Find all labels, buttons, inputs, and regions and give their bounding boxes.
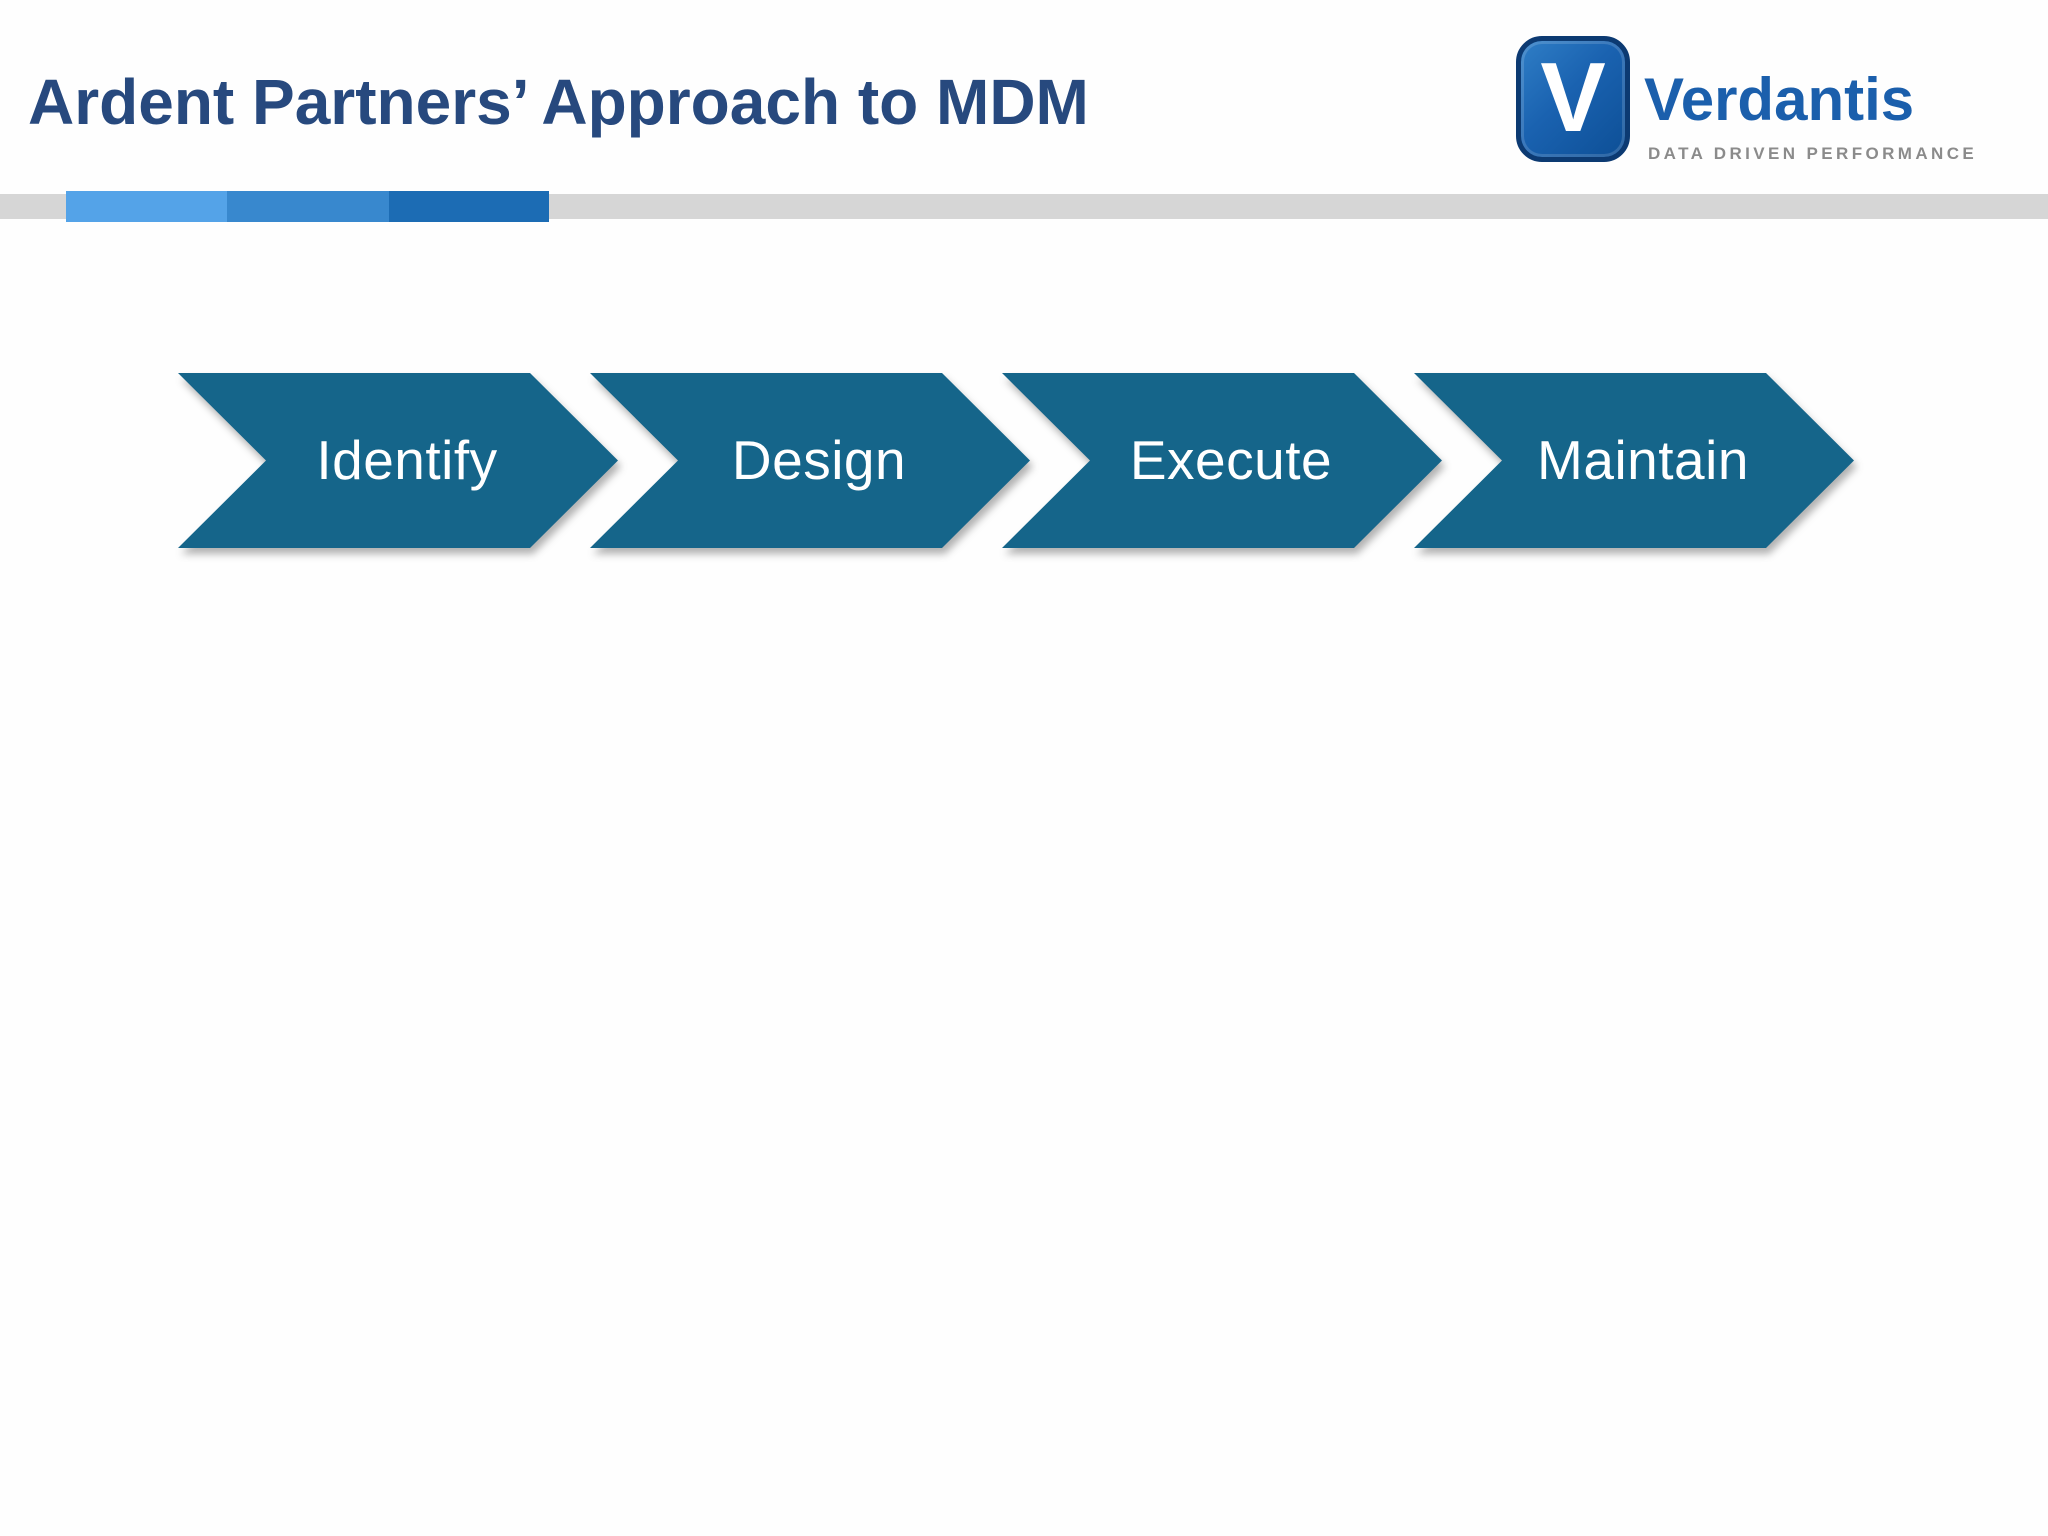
process-step-label: Maintain (1537, 429, 1749, 491)
process-step-design: Design (590, 373, 1030, 548)
process-step-label: Execute (1129, 429, 1333, 491)
process-step-label: Design (731, 429, 907, 491)
divider-segment-light (66, 191, 227, 222)
chevron-shape: Design (590, 373, 1030, 548)
process-step-label: Identify (316, 429, 498, 491)
logo-monogram: V (1540, 42, 1606, 152)
chevron-shape: Execute (1002, 373, 1442, 548)
title-divider-bar (0, 191, 2048, 222)
process-step-maintain: Maintain (1414, 373, 1854, 548)
chevron-shape: Identify (178, 373, 618, 548)
chevron-shape: Maintain (1414, 373, 1854, 548)
verdantis-logo-icon: V (1516, 36, 1630, 162)
logo-tagline: DATA DRIVEN PERFORMANCE (1648, 144, 1978, 163)
divider-segment-medium (227, 191, 389, 222)
process-step-execute: Execute (1002, 373, 1442, 548)
divider-segment-dark (389, 191, 549, 222)
logo-brand-name: Verdantis (1644, 66, 1915, 133)
process-flow: Identify Design Execute Maintain (0, 373, 2048, 548)
slide-title: Ardent Partners’ Approach to MDM (28, 66, 1089, 138)
process-step-identify: Identify (178, 373, 618, 548)
verdantis-logo: V Verdantis DATA DRIVEN PERFORMANCE (1516, 36, 1974, 168)
